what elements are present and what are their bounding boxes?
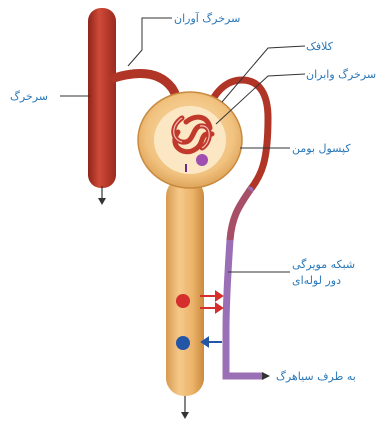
label-artery: سرخرگ <box>10 90 48 103</box>
renal-artery <box>88 8 116 205</box>
blue-blood-dot <box>176 336 190 350</box>
label-peritubular-network: شبکه مویرگی دور لوله‌ای <box>292 258 359 287</box>
to-vein-arrowhead <box>262 372 270 380</box>
label-afferent-artery: سرخرگ آوران <box>174 11 240 25</box>
red-blood-dot <box>176 294 190 308</box>
label-bowman-capsule: کپسول بومن <box>292 142 351 155</box>
label-efferent-artery: سرخرگ وابران <box>306 68 376 81</box>
filtrate-dot <box>196 154 208 166</box>
reabsorption-arrow <box>202 338 222 346</box>
renal-tubule <box>166 178 204 396</box>
label-to-vein: به طرف سیاهرگ <box>276 370 356 383</box>
label-glomerulus: کلافک <box>306 40 334 53</box>
